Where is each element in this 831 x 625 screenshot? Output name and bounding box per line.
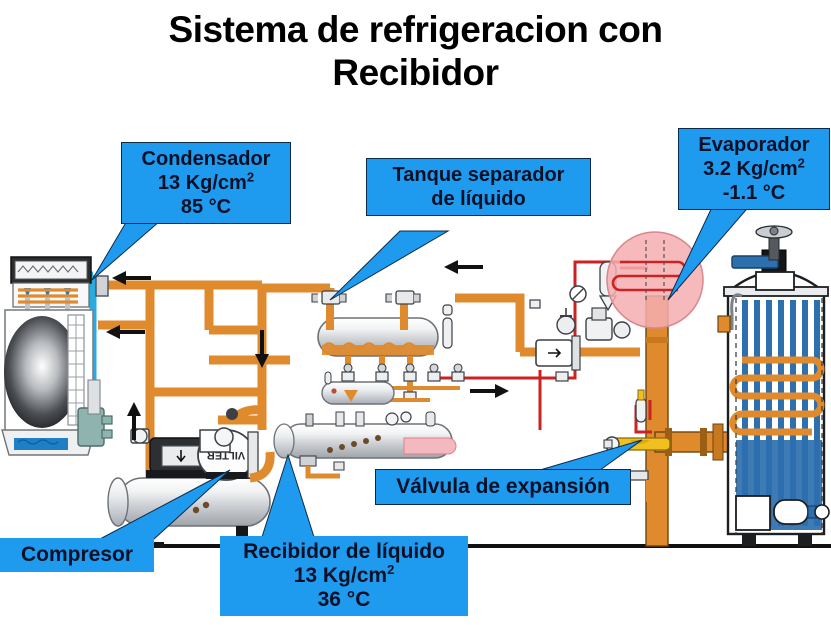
condenser-coil	[18, 288, 78, 304]
stop-valve-b	[613, 321, 631, 339]
callout-compresor-label: Compresor	[20, 543, 134, 566]
receiver-drain	[299, 455, 317, 467]
condenser-outlet-valve	[95, 275, 109, 297]
liquid-receiver	[273, 411, 457, 479]
coil-magnifier	[606, 231, 704, 329]
branch-valves	[529, 299, 569, 382]
callout-evaporador-temp: -1.1 °C	[722, 182, 786, 204]
fill-pack-grid	[68, 315, 84, 425]
arrow-liquid-right	[470, 384, 509, 398]
evaporator-leg-left	[742, 534, 756, 546]
callout-evaporador[interactable]: Evaporador 3.2 Kg/cm2 -1.1 °C	[678, 128, 830, 210]
separator-nozzles	[326, 300, 408, 330]
callout-recibidor[interactable]: Recibidor de líquido 13 Kg/cm2 36 °C	[220, 536, 468, 616]
discharge-valve-knob	[226, 408, 238, 420]
arrow-discharge-down	[255, 330, 269, 368]
sump-ripples	[17, 439, 59, 445]
callout-valvula-expansion[interactable]: Válvula de expansión	[375, 469, 631, 505]
separator-top-valves	[311, 290, 421, 305]
arrow-cond-mid	[106, 325, 145, 339]
leader-valvula	[539, 439, 643, 471]
flow-arrows	[106, 260, 509, 440]
callout-recibidor-temp: 36 °C	[317, 588, 371, 611]
agitator-motor	[735, 495, 830, 531]
receiver-top-fittings	[305, 411, 436, 427]
evaporator-coil	[729, 356, 825, 436]
callout-tanque-separador[interactable]: Tanque separador de líquido	[366, 158, 591, 216]
compressor-valve-cap	[214, 427, 234, 447]
callout-recibidor-pressure: 13 Kg/cm2	[293, 562, 395, 587]
evaporator-level-refs	[735, 298, 823, 534]
receiver-sight-ports	[327, 435, 381, 453]
right-valve-station	[529, 261, 631, 382]
stop-valve-a	[556, 315, 576, 335]
evaporator-top-valve	[731, 225, 795, 291]
louver-blades	[17, 265, 79, 273]
separator-level-column	[442, 317, 453, 349]
liquid-separator	[311, 290, 465, 405]
callout-evaporador-pressure: 3.2 Kg/cm2	[703, 155, 805, 180]
arrow-separator-top	[444, 260, 483, 274]
magnified-coil	[611, 260, 687, 292]
receiver-liquid	[403, 437, 457, 455]
thermostatic-bulb	[635, 397, 647, 423]
evaporator-riser-pipe	[645, 295, 669, 547]
arrow-suction-up	[127, 402, 141, 440]
callout-condensador[interactable]: Condensador 13 Kg/cm2 85 °C	[121, 142, 291, 224]
condenser-fan-disc	[4, 316, 80, 428]
valve-base	[755, 271, 795, 291]
callout-condensador-pressure: 13 Kg/cm2	[157, 169, 255, 194]
arrow-cond-top	[112, 271, 151, 285]
water-riser	[87, 379, 101, 415]
callout-tanque-line-2: de líquido	[431, 188, 526, 210]
callout-condensador-temp: 85 °C	[180, 196, 232, 218]
magnifier-callout-lines	[645, 240, 665, 300]
strainer-flow-arrow	[548, 348, 562, 358]
pipe-flange-b	[700, 428, 707, 456]
thermowell	[730, 293, 743, 330]
title-line-2: Recibidor	[332, 52, 499, 93]
callout-valvula-label: Válvula de expansión	[396, 475, 610, 498]
compressor-oil-separator	[247, 431, 259, 479]
drain-valve	[629, 470, 649, 481]
receiver-drain-line	[305, 466, 340, 479]
callout-tanque-line-1: Tanque separador	[392, 164, 565, 186]
riser-joint	[646, 337, 668, 343]
callout-evaporador-title: Evaporador	[698, 134, 810, 156]
leader-tanque	[329, 230, 450, 301]
callout-condensador-title: Condensador	[141, 148, 271, 170]
pressure-regulator	[585, 317, 613, 341]
callout-leaders	[91, 202, 754, 540]
motor-base	[146, 470, 216, 478]
evaporator-side-nozzle	[717, 315, 731, 333]
plate-evaporator-tank	[717, 225, 830, 546]
callout-recibidor-title: Recibidor de líquido	[243, 540, 445, 563]
callout-compresor[interactable]: Compresor	[0, 538, 154, 572]
pipe-flange-c	[712, 423, 724, 461]
separator-liquid-level	[322, 345, 434, 355]
intercooler-drum	[321, 381, 395, 405]
evaporator-leg-right	[798, 534, 812, 546]
evaporative-condenser	[1, 256, 113, 456]
valve-handle	[731, 255, 779, 269]
separator-liquid-wave	[323, 342, 425, 350]
title-line-1: Sistema de refrigeracion con	[168, 9, 663, 50]
magnifier-lens	[606, 231, 704, 329]
drum-funnel	[344, 390, 358, 402]
tank-ports	[192, 501, 210, 514]
page-title: Sistema de refrigeracion con Recibidor	[0, 8, 831, 94]
receiver-drain-valve	[333, 461, 345, 471]
